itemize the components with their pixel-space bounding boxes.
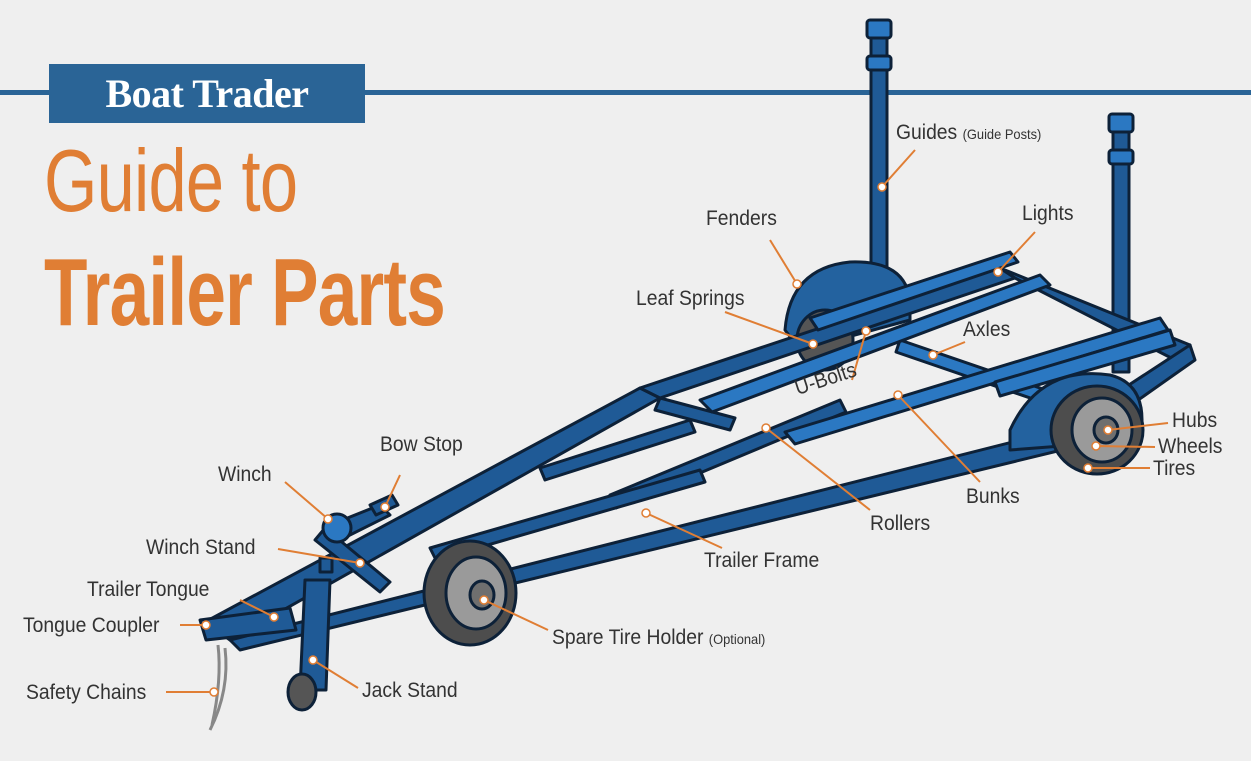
label-winch-stand: Winch Stand xyxy=(146,536,256,559)
label-bunks: Bunks xyxy=(966,485,1020,508)
label-tongue-coupler: Tongue Coupler xyxy=(23,614,160,637)
label-hubs: Hubs xyxy=(1172,409,1218,432)
label-jack-stand: Jack Stand xyxy=(362,679,458,702)
bunk-left xyxy=(698,273,1052,414)
label-leaf-springs: Leaf Springs xyxy=(636,287,745,310)
label-trailer-tongue: Trailer Tongue xyxy=(87,578,210,601)
label-lights: Lights xyxy=(1022,202,1074,225)
label-fenders: Fenders xyxy=(706,207,777,230)
title-line-1: Guide to xyxy=(44,131,298,230)
label-safety-chains: Safety Chains xyxy=(26,681,147,704)
header-rule xyxy=(0,90,1251,95)
label-rollers: Rollers xyxy=(870,512,931,535)
label-winch: Winch xyxy=(218,463,272,486)
label-tires: Tires xyxy=(1153,457,1196,480)
label-axles: Axles xyxy=(963,318,1011,341)
label-guides: Guides (Guide Posts) xyxy=(896,121,1042,144)
brand-name: Boat Trader xyxy=(105,71,310,116)
label-bow-stop: Bow Stop xyxy=(380,433,463,456)
label-wheels: Wheels xyxy=(1158,435,1223,458)
title-line-2: Trailer Parts xyxy=(44,239,446,346)
label-trailer-frame: Trailer Frame xyxy=(704,549,820,572)
jack-stand-shape xyxy=(298,578,332,692)
brand-logo: Boat Trader xyxy=(49,64,365,123)
label-spare-tire-holder: Spare Tire Holder (Optional) xyxy=(552,626,766,649)
